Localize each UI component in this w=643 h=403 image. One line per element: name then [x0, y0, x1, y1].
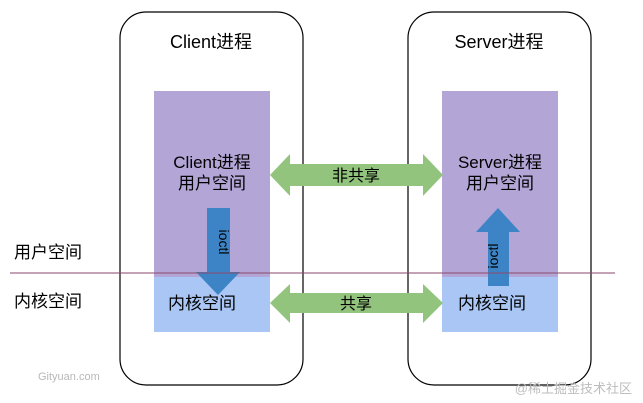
client-user-label-line2: 用户空间: [178, 174, 246, 193]
user-space-side-label: 用户空间: [14, 243, 82, 262]
server-kernel-space: [442, 277, 558, 332]
server-ioctl-label: ioctl: [485, 244, 501, 269]
server-user-label-line2: 用户空间: [466, 174, 534, 193]
kernel-space-link-arrow: [270, 284, 443, 323]
watermark-right: @稀土掘金技术社区: [515, 381, 632, 396]
server-process-title: Server进程: [454, 32, 543, 52]
kernel-space-link-label: 共享: [340, 295, 372, 313]
client-ioctl-label: ioctl: [216, 230, 232, 255]
server-kernel-label: 内核空间: [458, 294, 526, 313]
watermark-left: Gityuan.com: [38, 371, 100, 383]
user-space-link-arrow: [270, 154, 443, 196]
server-user-label-line1: Server进程: [458, 153, 542, 172]
kernel-space-side-label: 内核空间: [14, 292, 82, 311]
client-process-title: Client进程: [170, 32, 252, 52]
user-space-link-label: 非共享: [332, 167, 380, 185]
server-ioctl-arrow: [476, 208, 520, 286]
client-kernel-label: 内核空间: [168, 294, 236, 313]
client-user-label-line1: Client进程: [173, 153, 250, 172]
